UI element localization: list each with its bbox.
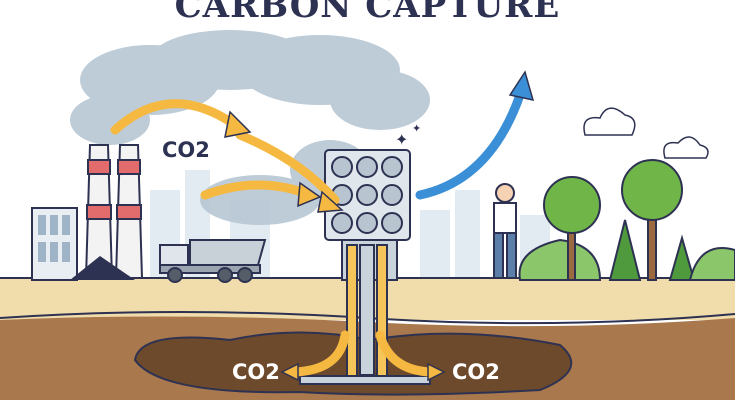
coal-pile — [70, 256, 135, 280]
sparkle-icon: ✦ — [395, 130, 408, 149]
injection-pipes — [299, 244, 431, 385]
clouds — [583, 107, 709, 159]
factory-building — [31, 207, 78, 281]
smokestacks — [84, 144, 144, 279]
co2-label-underground-right: CO2 — [452, 360, 500, 384]
co2-label-air: CO2 — [162, 138, 210, 162]
page-title: CARBON CAPTURE — [174, 0, 561, 26]
sparkle-icon: ✦ — [412, 122, 421, 135]
clean-air-arrow — [415, 90, 525, 200]
person — [493, 183, 517, 279]
trees — [518, 159, 735, 281]
co2-label-underground-left: CO2 — [232, 360, 280, 384]
dump-truck — [159, 239, 267, 283]
